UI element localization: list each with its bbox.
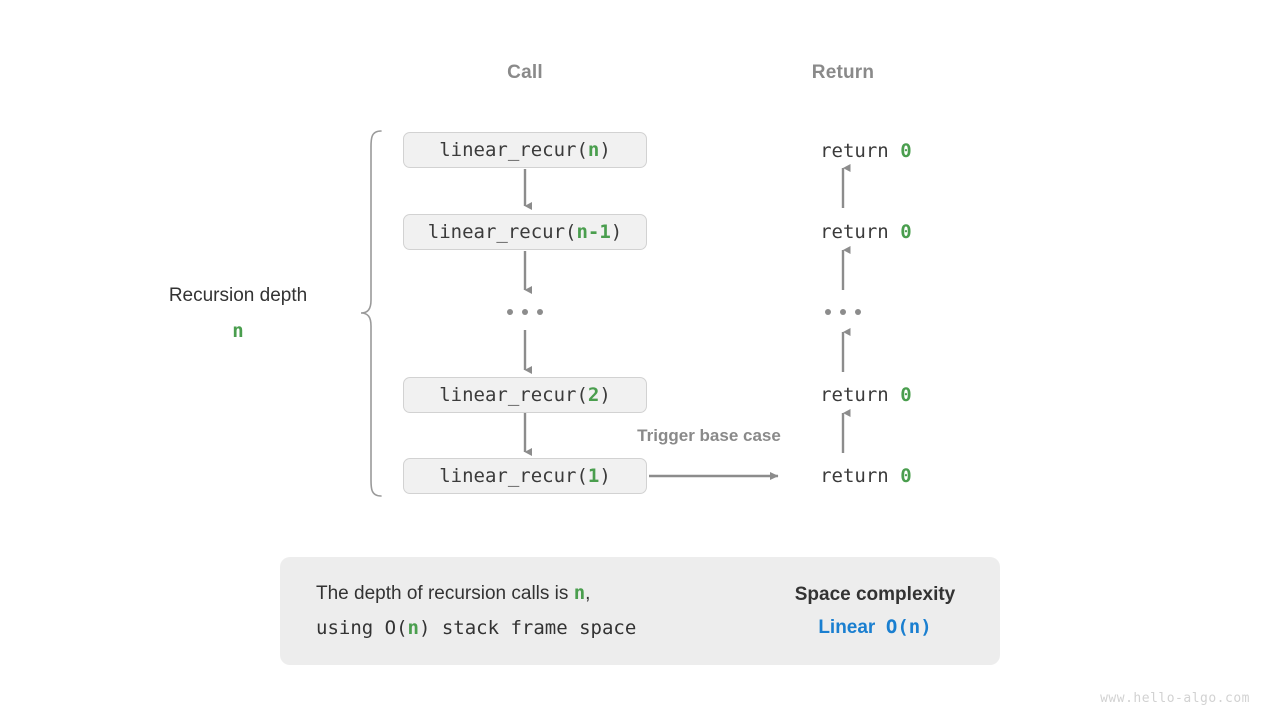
column-header-return: Return xyxy=(811,62,875,83)
call-frame-prefix: linear_recur( xyxy=(439,384,588,406)
summary-line1-text-a: The depth of recursion calls is xyxy=(316,583,574,604)
call-frame-arg: 2 xyxy=(587,384,600,406)
return-value: 0 xyxy=(900,140,912,162)
call-frame-prefix: linear_recur( xyxy=(427,221,577,243)
complexity-value: Linear O(n) xyxy=(780,611,970,644)
call-frame-arg: n-1 xyxy=(576,221,611,243)
return-value: 0 xyxy=(900,465,912,487)
summary-panel: The depth of recursion calls is n, using… xyxy=(280,557,1000,665)
call-frame-prefix: linear_recur( xyxy=(439,139,588,161)
call-frame-suffix: ) xyxy=(599,465,611,487)
call-frame-suffix: ) xyxy=(599,384,611,406)
recursion-depth-text: Recursion depth xyxy=(168,285,308,306)
recursion-depth-brace xyxy=(360,130,382,497)
complexity-title: Space complexity xyxy=(794,583,956,605)
call-frame-suffix: ) xyxy=(599,139,611,161)
return-label: return 0 xyxy=(774,443,912,509)
recursion-depth-variable: n xyxy=(232,320,244,342)
return-label: return 0 xyxy=(774,118,912,184)
complexity-notation: O(n) xyxy=(885,615,932,638)
summary-line1-text-b: , xyxy=(585,583,591,604)
call-frame-box[interactable]: linear_recur(n-1) xyxy=(403,214,647,250)
return-value: 0 xyxy=(900,384,912,406)
call-frame-arg: 1 xyxy=(587,465,600,487)
call-frame-suffix: ) xyxy=(610,221,623,243)
recursion-depth-label: Recursion depth n xyxy=(169,285,307,342)
return-label: return 0 xyxy=(774,199,912,265)
summary-conclusion: Space complexity Linear O(n) xyxy=(780,579,1000,644)
summary-line1-variable: n xyxy=(573,582,586,604)
call-frame-arg: n xyxy=(587,139,600,161)
summary-line2-text-b: ) stack frame space xyxy=(418,617,637,639)
call-ellipsis xyxy=(507,309,543,315)
summary-line2-variable: n xyxy=(407,617,419,639)
return-text: return xyxy=(820,465,901,487)
column-header-call: Call xyxy=(507,62,543,83)
return-label: return 0 xyxy=(774,362,912,428)
return-text: return xyxy=(820,384,901,406)
complexity-name: Linear xyxy=(818,616,876,638)
call-frame-prefix: linear_recur( xyxy=(439,465,588,487)
summary-line-2: using O(n) stack frame space xyxy=(316,611,710,646)
return-ellipsis xyxy=(825,309,861,315)
return-text: return xyxy=(820,221,901,243)
summary-description: The depth of recursion calls is n, using… xyxy=(280,576,710,646)
call-frame-box[interactable]: linear_recur(1) xyxy=(403,458,647,494)
watermark: www.hello-algo.com xyxy=(1100,691,1250,706)
call-frame-box[interactable]: linear_recur(n) xyxy=(403,132,647,168)
call-frame-box[interactable]: linear_recur(2) xyxy=(403,377,647,413)
summary-line-1: The depth of recursion calls is n, xyxy=(316,576,710,611)
summary-line2-text-a: using O( xyxy=(316,617,408,639)
return-text: return xyxy=(820,140,901,162)
return-value: 0 xyxy=(900,221,912,243)
trigger-base-case-label: Trigger base case xyxy=(637,426,781,445)
